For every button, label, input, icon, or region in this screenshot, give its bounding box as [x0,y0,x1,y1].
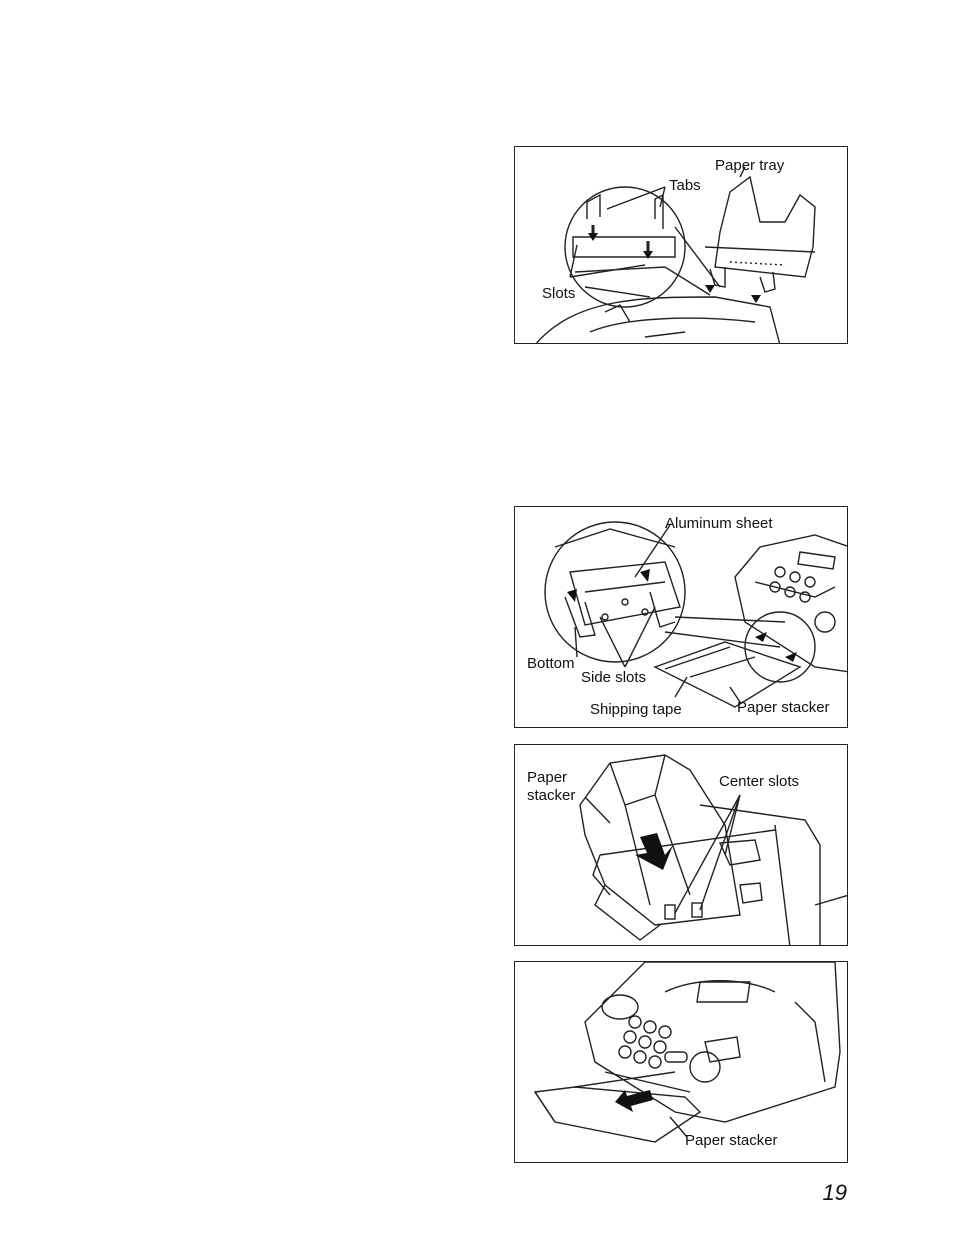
label-aluminum-sheet: Aluminum sheet [665,515,773,533]
label-paper: Paper [527,769,567,787]
label-stacker: stacker [527,787,575,805]
label-paper-tray: Paper tray [715,157,784,175]
figure-stacker-extend: Paper stacker [514,961,848,1163]
page-number: 19 [823,1180,847,1206]
label-side-slots: Side slots [581,669,646,687]
figure-center-slots: Paper stacker Center slots [514,744,848,946]
figure-aluminum-sheet: Aluminum sheet Bottom Side slots Shippin… [514,506,848,728]
label-paper-stacker: Paper stacker [737,699,830,717]
label-slots: Slots [542,285,575,303]
aluminum-sheet-illustration [515,507,848,728]
label-shipping-tape: Shipping tape [590,701,682,719]
figure-paper-tray: Paper tray Tabs Slots [514,146,848,344]
stacker-extend-illustration [515,962,848,1163]
label-bottom: Bottom [527,655,575,673]
label-center-slots: Center slots [719,773,799,791]
label-tabs: Tabs [669,177,701,195]
label-paper-stacker-2: Paper stacker [685,1132,778,1150]
